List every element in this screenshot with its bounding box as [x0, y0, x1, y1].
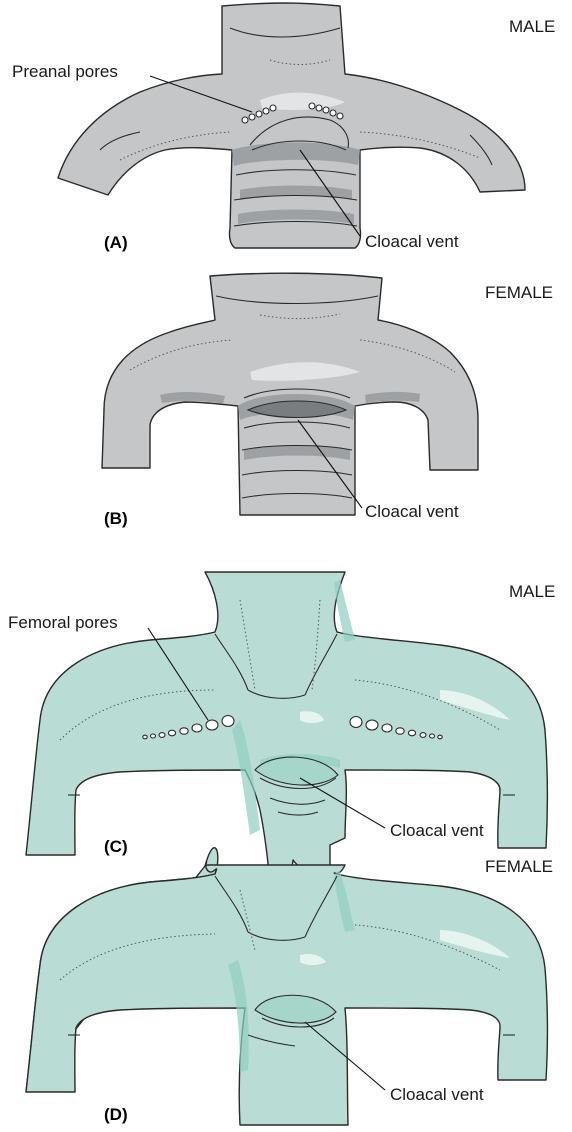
panel-a-caption: (A) [104, 233, 128, 252]
panel-d-caption: (D) [104, 1105, 128, 1124]
panel-b-caption: (B) [104, 509, 128, 528]
panel-b-vent-label: Cloacal vent [365, 502, 459, 521]
panel-b-body-illustration [102, 273, 478, 515]
panel-c: MALE Femoral pores Cloacal vent (C) [8, 572, 555, 885]
panel-a-vent-label: Cloacal vent [365, 232, 459, 251]
panel-d-vent-label: Cloacal vent [390, 1085, 484, 1104]
panel-d-body-illustration [26, 848, 547, 1125]
panel-a-sex-label: MALE [509, 17, 555, 36]
panel-c-sex-label: MALE [509, 582, 555, 601]
panel-c-vent-label: Cloacal vent [390, 821, 484, 840]
panel-b: FEMALE Cloacal vent (B) [102, 273, 553, 528]
panel-c-caption: (C) [104, 837, 128, 856]
panel-d: FEMALE Cloacal vent (D) [26, 848, 553, 1125]
panel-a-pore-label: Preanal pores [12, 62, 118, 81]
panel-c-pore-label: Femoral pores [8, 613, 118, 632]
panel-a-body-illustration [58, 3, 525, 248]
panel-a: MALE Preanal pores Cloacal vent (A) [12, 3, 555, 252]
panel-b-sex-label: FEMALE [485, 283, 553, 302]
panel-d-sex-label: FEMALE [485, 857, 553, 876]
